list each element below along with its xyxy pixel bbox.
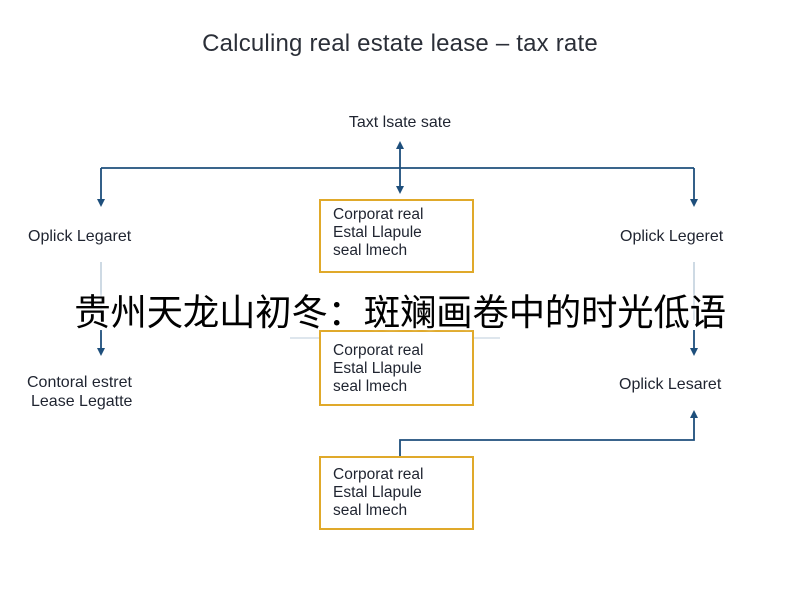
right-upper-node: Oplick Legeret	[620, 228, 724, 245]
box-upper-line3: seal lmech	[333, 242, 408, 259]
box-lower-line2: Estal Llapule	[333, 484, 422, 501]
box-lower-line1: Corporat real	[333, 466, 424, 483]
diagram-title: Calculing real estate lease – tax rate	[202, 30, 598, 57]
overlay-caption: 贵州天龙山初冬：斑斓画卷中的时光低语	[74, 291, 726, 334]
right-lower-node: Oplick Lesaret	[619, 376, 722, 393]
box-lower: Corporat real Estal Llapule seal lmech	[319, 456, 474, 530]
box-lower-line3: seal lmech	[333, 502, 408, 519]
box-upper: Corporat real Estal Llapule seal lmech	[319, 199, 474, 273]
top-node: Taxt lsate sate	[348, 114, 452, 131]
box-upper-line1: Corporat real	[333, 206, 424, 223]
left-lower-node-line2: Lease Legatte	[31, 393, 133, 410]
box-middle: Corporat real Estal Llapule seal lmech	[319, 330, 474, 406]
box-middle-line1: Corporat real	[333, 342, 424, 359]
left-lower-node-line1: Contoral estret	[27, 374, 132, 391]
bottom-connector-arrow	[399, 410, 698, 456]
box-upper-line2: Estal Llapule	[333, 224, 422, 241]
box-middle-line2: Estal Llapule	[333, 360, 422, 377]
box-middle-line3: seal lmech	[333, 378, 408, 395]
left-upper-node: Oplick Legaret	[28, 228, 132, 245]
